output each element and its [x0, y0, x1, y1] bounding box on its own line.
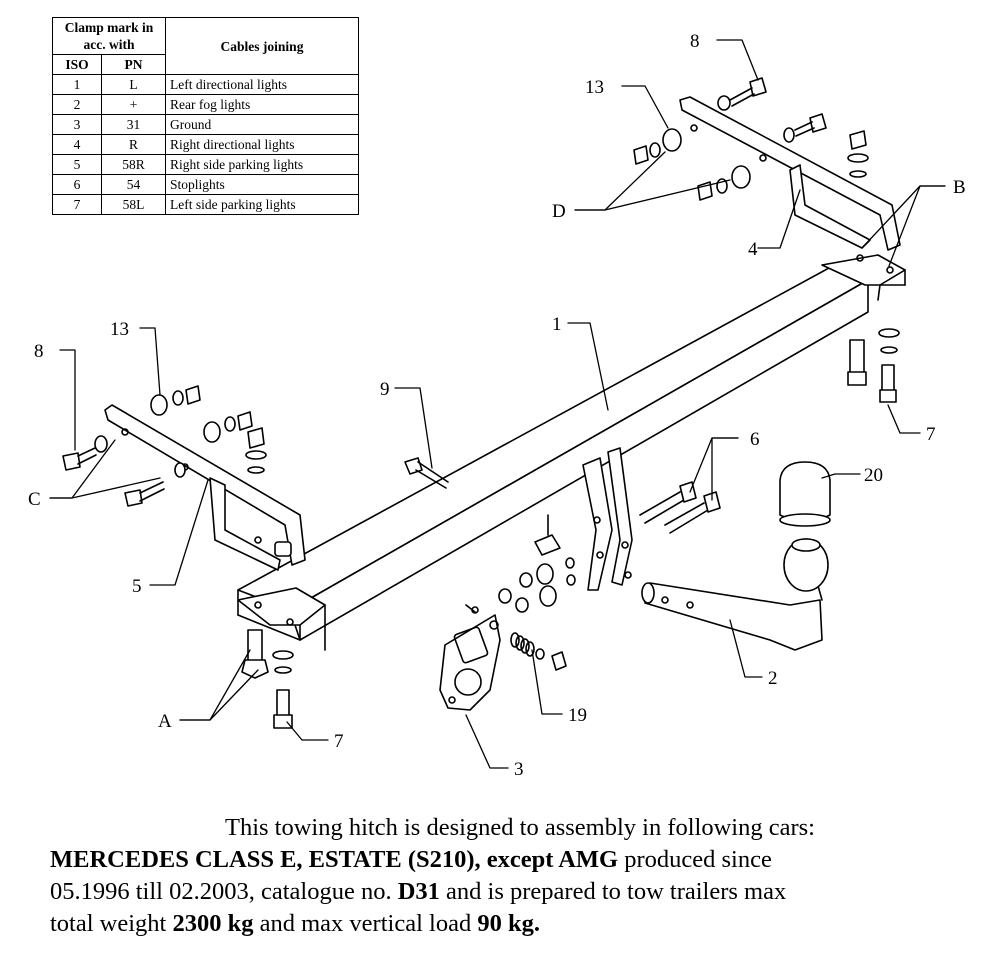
produced-text: produced since — [618, 846, 772, 873]
callout-4: 4 — [748, 239, 758, 260]
callout-D: D — [552, 201, 566, 222]
clamp-mark-header: Clamp mark in acc. with — [52, 17, 166, 55]
callout-8-left: 8 — [34, 341, 44, 362]
callout-7-left: 7 — [334, 731, 344, 752]
callout-B: B — [953, 177, 966, 198]
callout-labels: 1 2 3 4 5 6 7 7 8 8 9 13 13 19 20 A B C … — [28, 31, 966, 780]
callout-20: 20 — [864, 465, 883, 486]
bolt-set-7-right — [847, 328, 900, 403]
bolts-left-set — [62, 385, 267, 507]
callout-13-left: 13 — [110, 319, 129, 340]
callout-3: 3 — [514, 759, 524, 780]
callout-1: 1 — [552, 314, 562, 335]
cables-table: Clamp mark in acc. with Cables joining I… — [52, 17, 359, 215]
callout-7-right: 7 — [926, 424, 936, 445]
right-bracket-part — [679, 96, 901, 251]
desc-cell: Right directional lights — [165, 134, 359, 155]
bolts-6 — [639, 481, 721, 534]
spring-washer-19 — [465, 604, 567, 671]
caption-line-2: MERCEDES CLASS E, ESTATE (S210), except … — [50, 844, 950, 876]
leader-lines — [49, 39, 946, 769]
ball-bar-mount — [534, 447, 633, 591]
table-row: 2+Rear fog lights — [52, 94, 359, 115]
ball-cap-part — [779, 461, 831, 527]
bolts-right-set — [633, 77, 869, 201]
desc-cell: Rear fog lights — [165, 94, 359, 115]
callout-C: C — [28, 489, 41, 510]
socket-plate-part — [439, 606, 501, 711]
callout-9: 9 — [380, 379, 390, 400]
total-weight-value: 2300 kg — [172, 910, 254, 937]
crossbar-part — [237, 254, 906, 651]
total-weight-label: total weight — [50, 910, 173, 937]
dates-text: 05.1996 till 02.2003, catalogue no. — [50, 878, 398, 905]
callout-19: 19 — [568, 705, 587, 726]
callout-6: 6 — [750, 429, 760, 450]
cables-joining-header: Cables joining — [165, 17, 359, 75]
exploded-view-drawing: 1 2 3 4 5 6 7 7 8 8 9 13 13 19 20 A B C … — [28, 31, 966, 780]
callout-8-right: 8 — [690, 31, 700, 52]
table-subheader-row: ISO PN — [52, 54, 359, 75]
nut-cluster — [498, 557, 576, 613]
desc-cell: Left side parking lights — [165, 194, 359, 215]
callout-2: 2 — [768, 668, 778, 689]
bolt-9 — [404, 457, 449, 489]
left-bracket-part — [104, 404, 306, 571]
application-caption: This towing hitch is designed to assembl… — [50, 812, 950, 940]
vertical-load-value: 90 kg. — [477, 910, 540, 937]
callout-13-right: 13 — [585, 77, 604, 98]
caption-line-1: This towing hitch is designed to assembl… — [225, 814, 815, 841]
bolt-set-7-left — [241, 629, 294, 729]
iso-header: ISO — [52, 54, 102, 75]
car-model: MERCEDES CLASS E, ESTATE (S210), except … — [50, 846, 619, 873]
callout-A: A — [158, 711, 172, 732]
pn-cell: 58L — [101, 194, 166, 215]
table-header-row: Clamp mark in acc. with Cables joining — [52, 17, 359, 75]
desc-cell: Stoplights — [165, 174, 359, 195]
caption-line-4: total weight 2300 kg and max vertical lo… — [50, 908, 950, 940]
caption-line-3: 05.1996 till 02.2003, catalogue no. D31 … — [50, 876, 950, 908]
vertical-load-label: and max vertical load — [253, 910, 478, 937]
prepared-text: and is prepared to tow trailers max — [439, 878, 787, 905]
desc-cell: Right side parking lights — [165, 154, 359, 175]
tow-ball-bar-part — [641, 538, 829, 651]
callout-5: 5 — [132, 576, 142, 597]
catalogue-number: D31 — [397, 878, 440, 905]
